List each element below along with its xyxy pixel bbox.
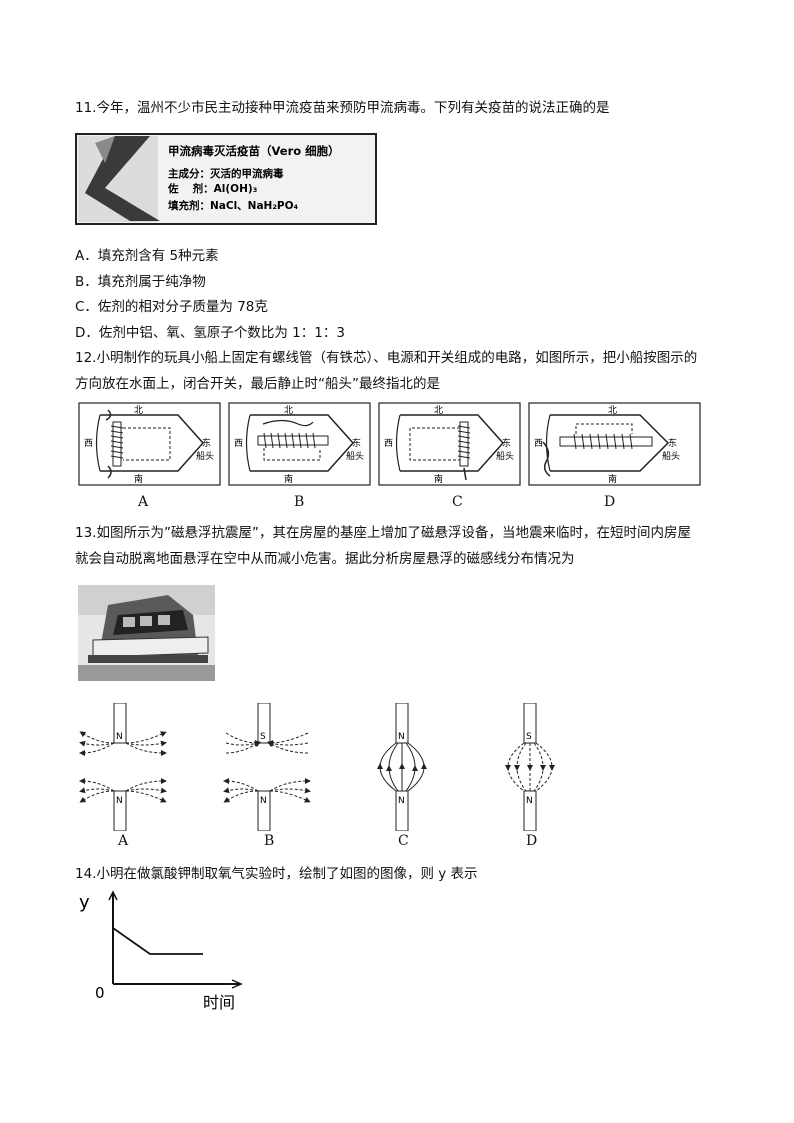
q11-option-b: B．填充剂属于纯净物 <box>75 274 206 290</box>
vaccine-label-main: 主成分：灭活的甲流病毒 <box>168 167 284 180</box>
boat-label-b: B <box>294 494 305 510</box>
boat-figure-d: 北 南 西 东 船头 <box>528 402 701 486</box>
boat-label-c: C <box>452 494 463 510</box>
boat-b-east: 东 <box>352 437 361 449</box>
magnet-d-bottom-pole: N <box>526 796 533 806</box>
boat-a-east: 东 <box>202 437 211 449</box>
boat-d-north: 北 <box>608 405 617 416</box>
magnet-a-top-pole: N <box>116 732 123 742</box>
magnet-c-top-pole: N <box>398 732 405 742</box>
magnet-figure-d: S N <box>505 703 555 831</box>
vaccine-label-title: 甲流病毒灭活疫苗（Vero 细胞） <box>168 144 340 158</box>
boat-figure-b: 北 南 西 东 船头 <box>228 402 371 486</box>
q11-option-c: C．佐剂的相对分子质量为 78克 <box>75 299 268 315</box>
q11-option-d: D．佐剂中铝、氧、氢原子个数比为 1：1：3 <box>75 325 345 341</box>
boat-d-south: 南 <box>608 473 617 485</box>
boat-label-a: A <box>138 494 149 510</box>
vaccine-label-filler: 填充剂：NaCl、NaH₂PO₄ <box>168 199 299 212</box>
boat-d-east: 东 <box>668 437 677 449</box>
boat-c-south: 南 <box>434 473 443 485</box>
boat-b-south: 南 <box>284 473 293 485</box>
vaccine-label-image: 甲流病毒灭活疫苗（Vero 细胞） 主成分：灭活的甲流病毒 佐 剂：Al(OH)… <box>75 133 377 225</box>
vaccine-label-adjuvant: 佐 剂：Al(OH)₃ <box>167 182 258 195</box>
q14-graph: y 0 时间 <box>79 890 243 1012</box>
magnet-label-c: C <box>398 833 409 849</box>
magnet-label-b: B <box>264 833 275 849</box>
q11-option-a: A．填充剂含有 5种元素 <box>75 248 219 264</box>
boat-label-d: D <box>604 494 616 510</box>
magnet-a-bottom-pole: N <box>116 796 123 806</box>
magnet-figure-c: N N <box>377 703 427 831</box>
boat-b-bow: 船头 <box>346 450 364 462</box>
magnet-figure-b: S N <box>223 703 311 831</box>
q13-stem-line1: 13.如图所示为”磁悬浮抗震屋”，其在房屋的基座上增加了磁悬浮设备，当地震来临时… <box>75 525 691 541</box>
magnet-d-top-pole: S <box>526 732 532 742</box>
boat-a-south: 南 <box>134 473 143 485</box>
boat-c-bow: 船头 <box>496 450 514 462</box>
q12-stem-line2: 方向放在水面上，闭合开关，最后静止时“船头”最终指北的是 <box>75 376 440 392</box>
magnet-b-bottom-pole: N <box>260 796 267 806</box>
boat-d-bow: 船头 <box>662 450 680 462</box>
magnet-figure-a: N N <box>79 703 167 831</box>
magnet-label-a: A <box>118 833 129 849</box>
magnet-b-top-pole: S <box>260 732 266 742</box>
boat-figure-a: 北 南 西 东 船头 <box>78 402 221 486</box>
q12-stem-line1: 12.小明制作的玩具小船上固定有螺线管（有铁芯）、电源和开关组成的电路，如图所示… <box>75 350 698 366</box>
q14-origin-label: 0 <box>95 984 105 1002</box>
q14-y-axis-label: y <box>79 892 90 913</box>
boat-a-west: 西 <box>84 438 93 449</box>
boat-c-west: 西 <box>384 438 393 449</box>
boat-c-east: 东 <box>502 437 511 449</box>
magnet-c-bottom-pole: N <box>398 796 405 806</box>
maglev-house-photo <box>78 585 215 681</box>
q13-stem-line2: 就会自动脱离地面悬浮在空中从而减小危害。据此分析房屋悬浮的磁感线分布情况为 <box>75 551 575 567</box>
boat-a-north: 北 <box>134 405 143 416</box>
q11-stem: 11.今年，温州不少市民主动接种甲流疫苗来预防甲流病毒。下列有关疫苗的说法正确的… <box>75 100 610 116</box>
q14-x-axis-label: 时间 <box>203 993 235 1012</box>
boat-b-west: 西 <box>234 438 243 449</box>
boat-d-west: 西 <box>534 438 543 449</box>
q14-stem: 14.小明在做氯酸钾制取氧气实验时，绘制了如图的图像，则 y 表示 <box>75 866 478 882</box>
boat-a-bow: 船头 <box>196 450 214 462</box>
magnet-label-d: D <box>526 833 538 849</box>
boat-figure-c: 北 南 西 东 船头 <box>378 402 521 486</box>
boat-c-north: 北 <box>434 405 443 416</box>
boat-b-north: 北 <box>284 405 293 416</box>
q14-curve <box>112 927 203 955</box>
